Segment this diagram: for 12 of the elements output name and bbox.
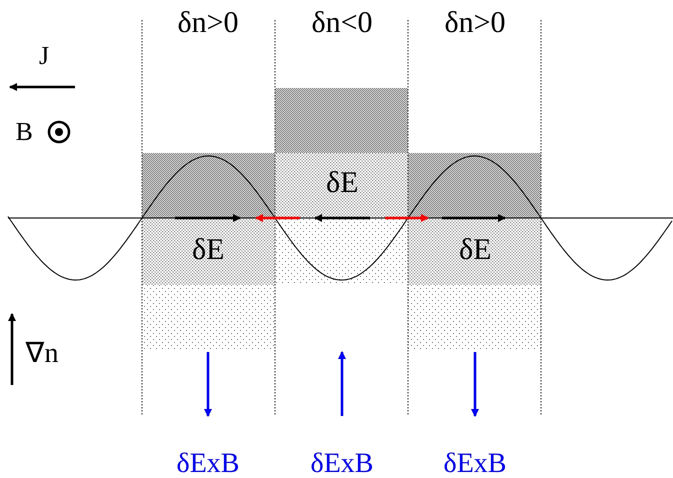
- drift-label: δExB: [444, 450, 506, 478]
- current-label: J: [39, 43, 50, 69]
- field-label: δE: [192, 235, 224, 265]
- drift-label: δExB: [176, 450, 240, 478]
- region-label: δn>0: [178, 8, 239, 38]
- gradient-label: ∇n: [26, 340, 58, 368]
- region-label: δn>0: [444, 8, 506, 38]
- field-label: δE: [459, 235, 492, 265]
- field-label: B: [16, 119, 33, 145]
- drift-label: δExB: [310, 450, 374, 478]
- field-label: δE: [326, 168, 358, 198]
- region-label: δn<0: [312, 8, 373, 38]
